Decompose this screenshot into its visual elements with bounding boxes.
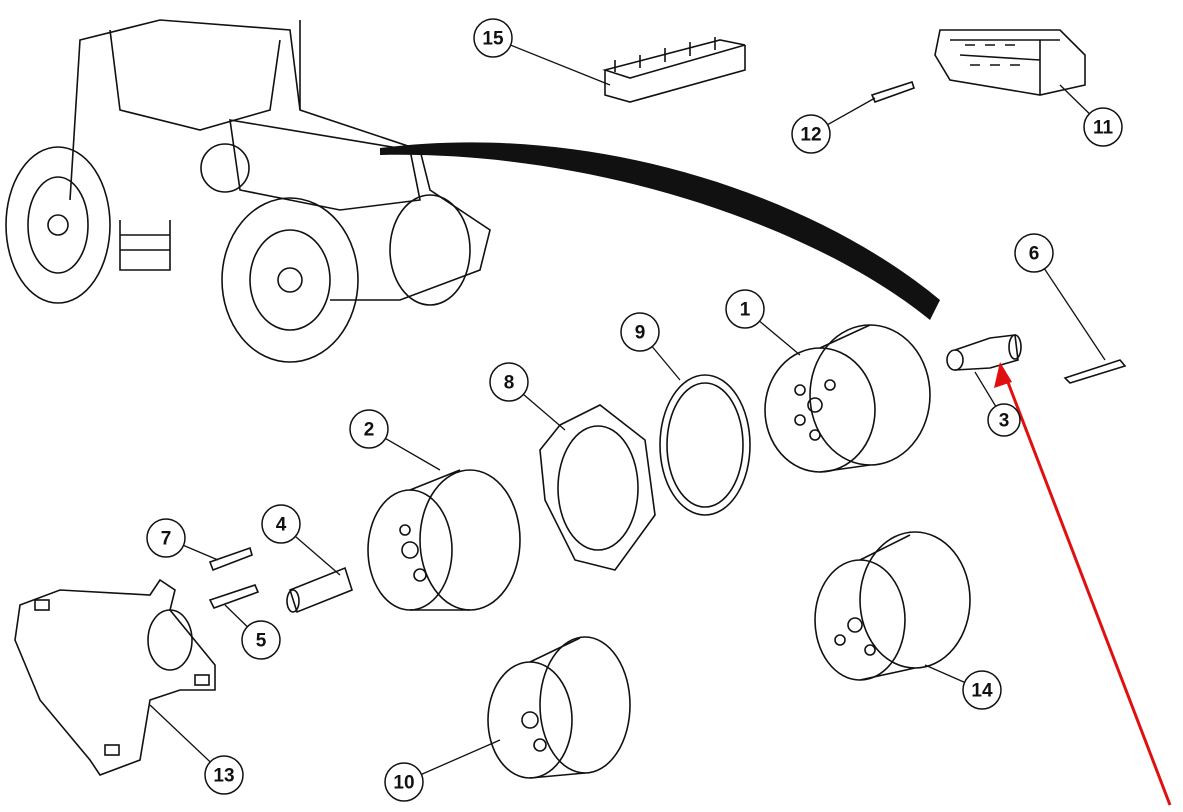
part-2-connector [367, 469, 521, 611]
part-13-flange [14, 578, 216, 776]
callout-label: 8 [504, 373, 515, 394]
callout-6: 6 [1014, 233, 1054, 273]
part-5-terminal [208, 584, 260, 609]
callout-circle [725, 289, 765, 329]
callout-label: 6 [1029, 244, 1040, 265]
callout-14: 14 [962, 670, 1002, 710]
callout-circle [791, 114, 831, 154]
callout-10: 10 [384, 762, 424, 802]
callout-11: 11 [1083, 107, 1123, 147]
callout-circle [146, 518, 186, 558]
callout-13: 13 [204, 755, 244, 795]
part-1-connector [764, 324, 931, 473]
callout-label: 9 [635, 323, 646, 344]
part-10-connector [487, 636, 631, 779]
callout-label: 11 [1093, 118, 1114, 139]
part-11-housing [934, 29, 1086, 96]
callout-circle [489, 362, 529, 402]
callout-label: 1 [740, 300, 751, 321]
callout-9: 9 [620, 312, 660, 352]
part-4-sleeve [286, 566, 353, 614]
part-9-ring [659, 374, 751, 516]
callout-5: 5 [241, 620, 281, 660]
part-8-nut [539, 404, 656, 571]
callout-label: 10 [393, 773, 414, 794]
callout-label: 3 [999, 411, 1010, 432]
callout-circle [241, 620, 281, 660]
callout-15: 15 [473, 18, 513, 58]
part-6-pin [1063, 359, 1127, 384]
callout-label: 4 [276, 515, 287, 536]
cable [380, 142, 940, 320]
callout-circle [384, 762, 424, 802]
callout-circle [962, 670, 1002, 710]
callout-circle [204, 755, 244, 795]
callout-label: 15 [482, 29, 504, 50]
callout-circle [473, 18, 513, 58]
red-pointer-arrow [1002, 371, 1172, 806]
callout-circle [1083, 107, 1123, 147]
callout-8: 8 [489, 362, 529, 402]
part-14-connector [814, 531, 971, 681]
part-7-pin [208, 546, 253, 572]
callout-label: 7 [161, 529, 172, 550]
callout-circle [987, 403, 1021, 437]
callout-circle [620, 312, 660, 352]
callout-2: 2 [349, 409, 389, 449]
callout-label: 5 [256, 631, 267, 652]
callout-7: 7 [146, 518, 186, 558]
part-15-bracket [602, 37, 746, 103]
callout-label: 2 [364, 420, 375, 441]
tractor-illustration [5, 19, 491, 363]
leader-line-15 [492, 37, 611, 86]
leader-lines [149, 37, 1106, 783]
callout-3: 3 [987, 403, 1021, 437]
callout-circle [261, 504, 301, 544]
callout-12: 12 [791, 114, 831, 154]
callout-circle [1014, 233, 1054, 273]
leader-line-6 [1033, 252, 1106, 361]
part-3-contact [946, 334, 1022, 371]
callout-label: 12 [800, 125, 821, 146]
callout-label: 13 [213, 766, 234, 787]
callout-1: 1 [725, 289, 765, 329]
callout-label: 14 [971, 681, 993, 702]
callout-4: 4 [261, 504, 301, 544]
part-12-terminal [870, 80, 916, 104]
red-arrowhead [994, 362, 1012, 388]
callout-circle [349, 409, 389, 449]
